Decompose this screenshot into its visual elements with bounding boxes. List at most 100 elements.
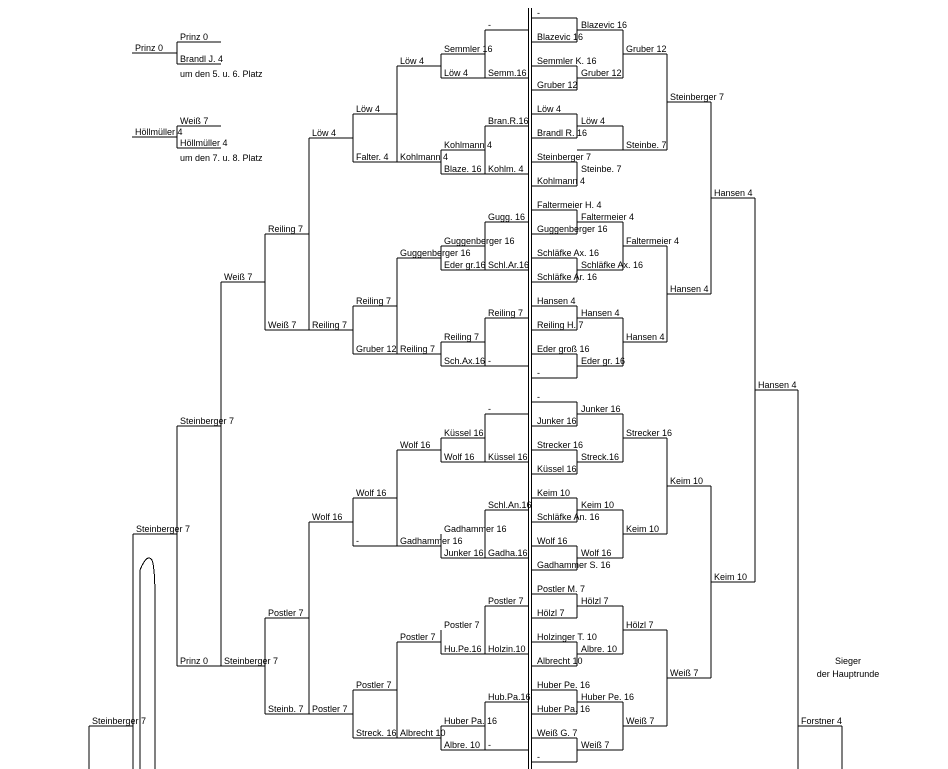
player-label: Kohlmann 4 [400,152,449,162]
player-label: Küssel 16 [444,428,484,438]
player-label: Postler 7 [488,596,524,606]
placement-note: um den 5. u. 6. Platz [180,69,263,79]
player-label: Keim 10 [714,572,748,582]
player-label: Postler 7 [356,680,392,690]
player-label: Huber Pa. 16 [537,704,591,714]
player-label: Steinbe. 7 [581,164,622,174]
bye-label: - [537,8,540,18]
player-label: Löw 4 [537,104,562,114]
player-label: Reiling 7 [400,344,436,354]
player-label: Albrecht 10 [400,728,446,738]
player-label: Reiling H. 7 [537,320,584,330]
bye-label: - [356,536,359,546]
player-label: Hu.Pe.16 [444,644,482,654]
player-label: Küssel 16 [488,452,528,462]
player-label: Keim 10 [581,500,615,510]
winner-note-line2: der Hauptrunde [816,669,880,679]
player-label: Hub.Pa.16 [488,692,531,702]
player-label: Keim 10 [537,488,571,498]
player-label: Hölzl 7 [537,608,565,618]
player-label: Streck. 16 [356,728,397,738]
bye-label: - [488,20,491,30]
player-label: Faltermeier H. 4 [537,200,602,210]
player-label: Junker 16 [537,416,577,426]
bye-label: - [537,752,540,762]
player-label: Postler 7 [312,704,348,714]
player-label: Steinberger 7 [180,416,235,426]
player-label: Weiß G. 7 [537,728,578,738]
player-label: Reiling 7 [356,296,392,306]
player-label: Keim 10 [626,524,660,534]
player-label: Postler 7 [268,608,304,618]
player-label: Höllmüller 4 [180,138,228,148]
player-label: Weiß 7 [224,272,253,282]
player-label: Blazevic 16 [581,20,628,30]
player-label: Weiß 7 [626,716,655,726]
bye-label: - [488,740,491,750]
player-label: Hölzl 7 [581,596,609,606]
player-label: Holzin.10 [488,644,526,654]
player-label: Semmler 16 [444,44,493,54]
placement-note: um den 7. u. 8. Platz [180,153,263,163]
player-label: Huber Pa. 16 [444,716,498,726]
player-label: Kohlmann 4 [537,176,586,186]
player-label: Postler 7 [444,620,480,630]
player-label: Löw 4 [581,116,606,126]
player-label: Eder gr.16 [444,260,486,270]
player-label: Albre. 10 [581,644,618,654]
player-label: Hansen 4 [537,296,576,306]
player-label: Streck.16 [581,452,620,462]
player-label: Gadha.16 [488,548,528,558]
player-label: Eder gr. 16 [581,356,626,366]
player-label: Schläfke Ax. 16 [581,260,644,270]
player-label: Gugg. 16 [488,212,526,222]
player-label: Löw 4 [400,56,425,66]
player-label: Huber Pe. 16 [581,692,635,702]
bye-label: - [488,404,491,414]
player-label: Blazevic 16 [537,32,584,42]
player-label: Steinberger 7 [92,716,147,726]
player-label: Blaze. 16 [444,164,482,174]
player-label: Junker 16 [444,548,484,558]
player-label: Weiß 7 [180,116,209,126]
player-label: Gadhammer 16 [444,524,507,534]
player-label: Steinbe. 7 [626,140,667,150]
player-label: Eder groß 16 [537,344,590,354]
player-label: Wolf 16 [537,536,568,546]
bye-label: - [537,368,540,378]
player-label: Wolf 16 [356,488,387,498]
player-label: Schl.An.16 [488,500,532,510]
player-label: Huber Pe. 16 [537,680,591,690]
player-label: Gruber 12 [537,80,578,90]
player-label: Postler M. 7 [537,584,586,594]
player-label: Gruber 12 [581,68,622,78]
player-label: Prinz 0 [180,32,209,42]
player-label: Guggenberger 16 [537,224,608,234]
player-label: Wolf 16 [400,440,431,450]
player-label: Gruber 12 [626,44,667,54]
player-label: Prinz 0 [135,43,164,53]
player-label: Schl.Ar.16 [488,260,530,270]
player-label: Prinz 0 [180,656,209,666]
player-label: Gruber 12 [356,344,397,354]
player-label: Albrecht 10 [537,656,583,666]
player-label: Weiß 7 [670,668,699,678]
player-label: Steinberger 7 [537,152,592,162]
bye-label: - [488,356,491,366]
player-label: Albre. 10 [444,740,481,750]
player-label: Hölzl 7 [626,620,654,630]
player-label: Semm.16 [488,68,527,78]
player-label: Strecker 16 [626,428,673,438]
player-label: Steinberger 7 [136,524,191,534]
player-label: Steinberger 7 [670,92,725,102]
player-label: Strecker 16 [537,440,584,450]
player-label: Löw 4 [356,104,381,114]
player-label: Reiling 7 [488,308,524,318]
player-label: Bran.R.16 [488,116,529,126]
player-label: Forstner 4 [801,716,843,726]
player-label: Wolf 16 [312,512,343,522]
player-label: Wolf 16 [581,548,612,558]
player-label: Reiling 7 [444,332,480,342]
player-label: Guggenberger 16 [400,248,471,258]
